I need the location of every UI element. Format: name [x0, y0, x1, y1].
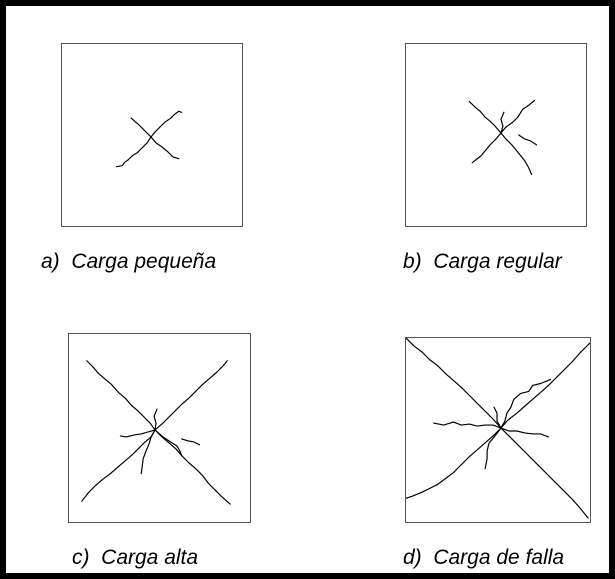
- slab-panel-a: [61, 43, 243, 227]
- crack-pattern-failure-load: [406, 338, 590, 519]
- crack-pattern-high-load: [81, 360, 231, 505]
- slab-panel-b: [405, 43, 587, 227]
- caption-failure-load: d) Carga de falla: [403, 546, 565, 569]
- caption-small-load: a) Carga pequeña: [41, 250, 217, 273]
- caption-regular-load: b) Carga regular: [403, 250, 562, 273]
- crack-pattern-regular-load: [468, 99, 538, 176]
- slab-panel-c: [68, 333, 251, 523]
- slab-panel-d: [405, 337, 591, 523]
- crack-pattern-small-load: [115, 110, 183, 168]
- caption-high-load: c) Carga alta: [72, 546, 199, 569]
